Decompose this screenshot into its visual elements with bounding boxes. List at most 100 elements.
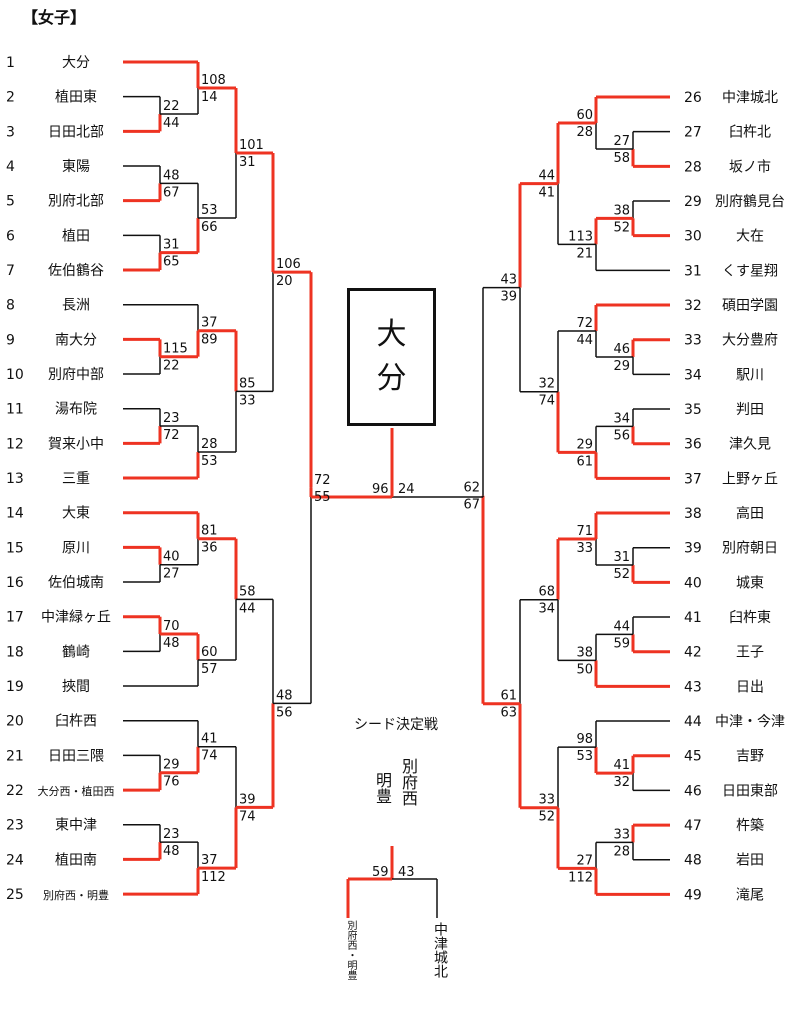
score: 41: [613, 758, 630, 773]
team-number: 26: [684, 90, 702, 106]
team-name: 佐伯城南: [48, 575, 104, 591]
score: 39: [239, 792, 256, 807]
score: 46: [613, 342, 630, 357]
score: 34: [613, 411, 630, 426]
score: 67: [163, 185, 180, 200]
score: 28: [613, 844, 630, 859]
score: 29: [163, 758, 180, 773]
team-name: 日田東部: [722, 783, 778, 799]
seed-bottom-left: 別府西・明豊: [345, 920, 356, 980]
team-number: 38: [684, 506, 702, 522]
team-name: 東中津: [55, 818, 97, 834]
team-number: 45: [684, 749, 702, 765]
score: 85: [239, 376, 256, 391]
team-name: 城東: [736, 575, 764, 591]
score: 33: [613, 827, 630, 842]
team-number: 43: [684, 679, 702, 695]
score: 20: [276, 274, 293, 289]
score: 23: [163, 827, 180, 842]
team-number: 5: [6, 194, 15, 210]
score: 108: [201, 73, 226, 88]
team-number: 28: [684, 159, 702, 175]
team-number: 34: [684, 367, 702, 383]
seed-score: 43: [398, 865, 415, 880]
seed-match-title: シード決定戦: [354, 717, 438, 733]
team-name: 植田: [62, 228, 90, 244]
score: 56: [276, 705, 293, 720]
score: 74: [538, 394, 555, 409]
team-name: 駅川: [736, 367, 764, 383]
score: 31: [163, 238, 180, 253]
team-number: 9: [6, 332, 15, 348]
team-number: 29: [684, 194, 702, 210]
team-name: 大分西・植田西: [38, 784, 115, 798]
team-number: 19: [6, 679, 24, 695]
score: 72: [576, 316, 593, 331]
score: 33: [576, 541, 593, 556]
team-number: 37: [684, 471, 702, 487]
seed-score: 59: [372, 865, 389, 880]
score: 48: [163, 636, 180, 651]
score: 44: [538, 169, 555, 184]
seed-bottom-right: 中津城北: [432, 922, 448, 978]
team-number: 16: [6, 575, 24, 591]
team-number: 39: [684, 541, 702, 557]
team-number: 33: [684, 333, 702, 349]
team-name: 日出: [736, 679, 764, 695]
team-number: 23: [6, 818, 24, 834]
score: 101: [239, 138, 264, 153]
team-number: 14: [6, 506, 24, 522]
team-name: 別府朝日: [722, 541, 778, 557]
team-number: 25: [6, 887, 24, 903]
team-name: 鶴崎: [62, 643, 90, 660]
team-name: 別府鶴見台: [715, 193, 785, 210]
team-number: 2: [6, 90, 15, 106]
score: 27: [613, 134, 630, 149]
team-name: 臼杵西: [55, 714, 97, 730]
score: 76: [163, 775, 180, 790]
score: 38: [576, 645, 593, 660]
score: 28: [201, 437, 218, 452]
team-name: 中津・今津: [715, 714, 785, 730]
score: 61: [500, 689, 517, 704]
score: 29: [576, 437, 593, 452]
team-number: 3: [6, 124, 15, 140]
team-name: 南大分: [55, 332, 97, 348]
score: 32: [613, 775, 630, 790]
score: 23: [163, 411, 180, 426]
team-number: 8: [6, 298, 15, 314]
team-name: 杵築: [736, 818, 764, 834]
page-title: 【女子】: [22, 8, 87, 27]
score: 50: [576, 662, 593, 677]
score: 81: [201, 524, 218, 539]
score: 53: [576, 749, 593, 764]
score: 72: [163, 428, 180, 443]
team-name: 日田北部: [48, 124, 104, 140]
score: 98: [576, 732, 593, 747]
team-name: 植田南: [55, 852, 97, 868]
score: 34: [538, 602, 555, 617]
score: 48: [163, 168, 180, 183]
score: 72: [314, 473, 331, 488]
team-name: 中津緑ヶ丘: [41, 610, 111, 626]
score: 36: [201, 541, 218, 556]
score: 58: [613, 151, 630, 166]
seed-team-left: 明豊: [373, 772, 392, 804]
team-number: 47: [684, 818, 702, 834]
team-name: 挾間: [62, 679, 90, 695]
team-name: 判田: [736, 402, 764, 418]
team-name: 東陽: [62, 159, 90, 175]
score: 48: [276, 688, 293, 703]
team-name: 長洲: [62, 298, 90, 314]
score: 22: [163, 99, 180, 114]
final-score: 24: [398, 482, 415, 497]
score: 74: [239, 809, 256, 824]
team-name: 坂ノ市: [729, 158, 771, 175]
score: 56: [613, 428, 630, 443]
score: 53: [201, 454, 218, 469]
score: 70: [163, 619, 180, 634]
team-name: 佐伯鶴谷: [48, 262, 104, 279]
team-name: 吉野: [736, 749, 764, 765]
score: 44: [576, 333, 593, 348]
score: 71: [576, 524, 593, 539]
